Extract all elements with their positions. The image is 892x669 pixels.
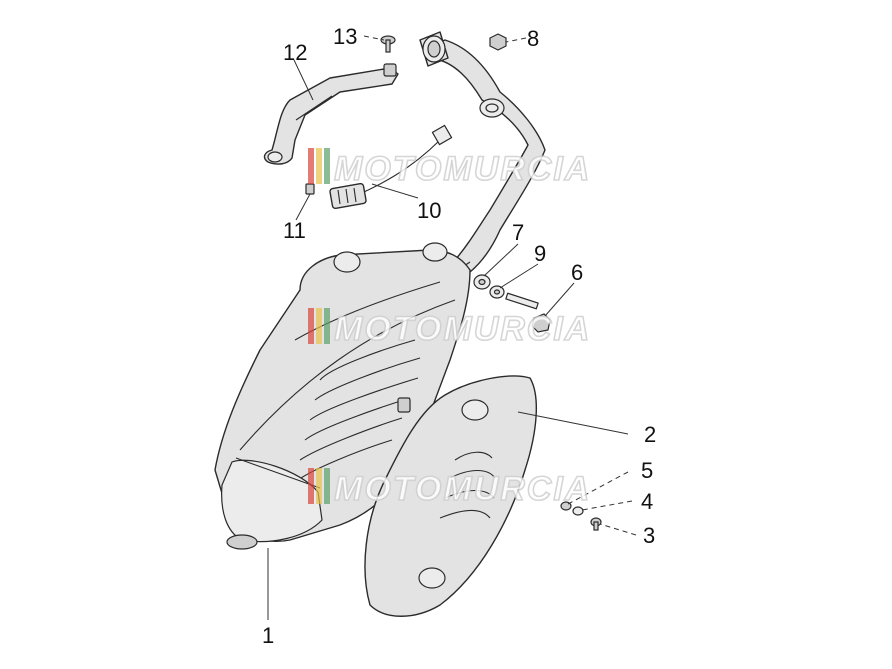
lambda-sensor (329, 124, 453, 210)
callout-labels: 1 2 3 4 5 6 7 8 9 10 11 12 13 (262, 24, 656, 648)
watermark-stripe-green (324, 308, 330, 344)
callout-11: 11 (283, 218, 306, 243)
watermark-stripe-green (324, 468, 330, 504)
leader-lines (267, 35, 637, 620)
callout-10: 10 (417, 198, 441, 223)
nut-8 (489, 33, 507, 51)
callout-8: 8 (527, 26, 539, 51)
watermark-stripe-green (324, 148, 330, 184)
watermark-stripe-yellow (316, 148, 322, 184)
callout-9: 9 (534, 241, 546, 266)
watermark-middle: MOTOMURCIA (308, 308, 591, 349)
screw-3 (590, 517, 602, 531)
callout-7: 7 (512, 220, 524, 245)
watermark-bottom: MOTOMURCIA (308, 468, 591, 509)
watermark-top: MOTOMURCIA (308, 148, 591, 189)
watermark-stripe-yellow (316, 468, 322, 504)
bolt-6 (505, 292, 551, 333)
callout-12: 12 (283, 40, 307, 65)
washer-7 (473, 274, 491, 290)
callout-3: 3 (643, 523, 655, 548)
watermark-stripe-red (308, 308, 314, 344)
watermark-stripe-red (308, 148, 314, 184)
screw-13 (380, 35, 396, 53)
washer-9 (489, 285, 505, 299)
watermark-logo-text: MOTOMURCIA (334, 310, 591, 348)
callout-4: 4 (641, 489, 653, 514)
heat-shield (364, 375, 538, 617)
watermark-logo-text: MOTOMURCIA (334, 150, 591, 188)
callout-5: 5 (641, 458, 653, 483)
support-bracket (263, 63, 399, 165)
callout-1: 1 (262, 623, 274, 648)
callout-13: 13 (333, 24, 357, 49)
exhaust-flange (419, 31, 449, 67)
screw-11 (305, 183, 315, 195)
watermark-stripe-yellow (316, 308, 322, 344)
watermark-logo-text: MOTOMURCIA (334, 470, 591, 508)
callout-2: 2 (644, 422, 656, 447)
callout-6: 6 (571, 260, 583, 285)
washer-4 (572, 506, 584, 516)
watermark-stripe-red (308, 468, 314, 504)
